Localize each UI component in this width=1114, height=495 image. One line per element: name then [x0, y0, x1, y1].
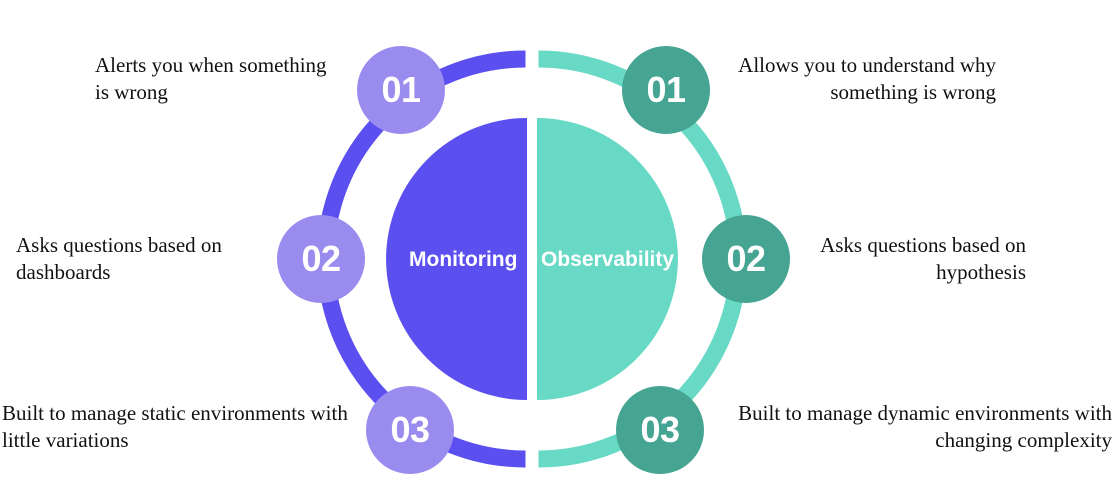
observability-core-half	[537, 118, 678, 400]
monitoring-core-label: Monitoring	[409, 248, 518, 271]
monitoring-item-01-text: Alerts you when something is wrong	[95, 53, 327, 105]
observability-item-01-text: Allows you to understand why something i…	[738, 53, 996, 105]
monitoring-badge-01[interactable]: 01	[357, 46, 445, 134]
monitoring-badge-03[interactable]: 03	[366, 386, 454, 474]
observability-core-label: Observability	[541, 248, 675, 271]
monitoring-item-02-text: Asks questions based on dashboards	[16, 233, 222, 285]
observability-badge-02[interactable]: 02	[702, 215, 790, 303]
observability-badge-03[interactable]: 03	[616, 386, 704, 474]
observability-badge-01[interactable]: 01	[622, 46, 710, 134]
monitoring-core-half	[386, 118, 527, 400]
monitoring-badge-02[interactable]: 02	[277, 215, 365, 303]
observability-item-02-text: Asks questions based on hypothesis	[820, 233, 1026, 285]
monitoring-item-03-text: Built to manage static environments with…	[2, 401, 348, 453]
observability-item-03-text: Built to manage dynamic environments wit…	[738, 401, 1112, 453]
